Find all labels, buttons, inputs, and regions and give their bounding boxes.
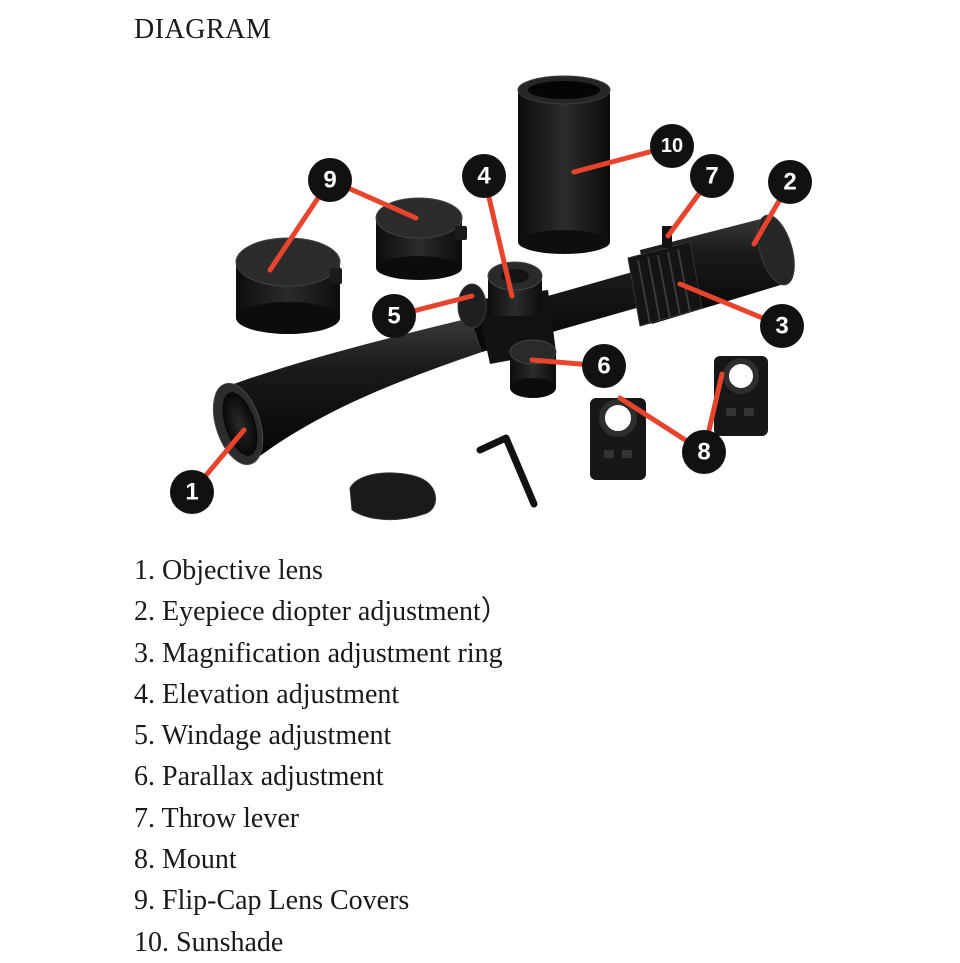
legend-item-number: 8 xyxy=(134,844,148,876)
lens-cover-plate xyxy=(349,472,436,521)
mount-ring-right xyxy=(714,356,768,436)
legend-item-label: Magnification adjustment ring xyxy=(162,637,503,669)
hex-key xyxy=(476,434,538,508)
callout-10: 10 xyxy=(650,124,694,168)
legend-item-label: Sunshade xyxy=(176,926,284,958)
legend-item-number: 9 xyxy=(134,885,148,917)
legend-item: 6. Parallax adjustment xyxy=(134,756,509,797)
diagram-title: DIAGRAM xyxy=(134,14,272,45)
callout-5-number: 5 xyxy=(387,303,400,330)
callout-6: 6 xyxy=(582,344,626,388)
legend-item-separator: . xyxy=(148,637,162,669)
legend-item: 5. Windage adjustment xyxy=(134,715,509,756)
legend-item: 10. Sunshade xyxy=(134,922,509,963)
legend-item-label: Mount xyxy=(162,844,237,876)
flip-cap-large xyxy=(235,237,342,334)
legend-item-number: 1 xyxy=(134,555,148,586)
callout-3-number: 3 xyxy=(775,313,788,340)
legend-item-label: Flip-Cap Lens Covers xyxy=(162,885,410,917)
legend-item-number: 7 xyxy=(134,802,148,834)
mount-ring-left xyxy=(590,398,646,480)
callout-2-number: 2 xyxy=(783,169,796,196)
callout-2: 2 xyxy=(768,160,812,204)
callout-1: 1 xyxy=(170,470,214,514)
legend-item: 7. Throw lever xyxy=(134,798,509,839)
callout-8: 8 xyxy=(682,430,726,474)
riflescope-diagram: 1 2 3 4 5 6 7 8 9 10 xyxy=(170,75,812,521)
legend-item-number: 2 xyxy=(134,596,148,628)
legend-item: 2. Eyepiece diopter adjustment） xyxy=(134,591,509,632)
legend-item: 1. Objective lens xyxy=(134,550,509,591)
callout-3: 3 xyxy=(760,304,804,348)
legend-item-label: Windage adjustment xyxy=(161,720,392,752)
legend-item-number: 6 xyxy=(134,761,148,793)
callout-7: 7 xyxy=(690,154,734,198)
callout-1-number: 1 xyxy=(185,479,198,506)
legend-item-separator: . xyxy=(148,596,162,628)
callout-10-number: 10 xyxy=(661,135,683,157)
legend-item: 8. Mount xyxy=(134,839,509,880)
legend-item-separator: . xyxy=(148,802,162,834)
legend-item: 9. Flip-Cap Lens Covers xyxy=(134,880,509,921)
riflescope-body xyxy=(212,214,795,466)
legend-item-separator: . xyxy=(148,885,162,917)
legend-item-separator: . xyxy=(148,844,162,876)
callout-5: 5 xyxy=(372,294,416,338)
legend-item-separator: . xyxy=(148,720,162,752)
legend-item-number: 5 xyxy=(134,720,148,752)
callout-9-number: 9 xyxy=(323,167,336,194)
legend-item-separator: . xyxy=(148,678,162,710)
legend-item: 3. Magnification adjustment ring xyxy=(134,633,509,674)
legend-item: 4. Elevation adjustment xyxy=(134,674,509,715)
legend-item-separator: . xyxy=(148,555,162,586)
callout-9: 9 xyxy=(308,158,352,202)
flip-cap-small xyxy=(375,197,467,280)
legend-item-label: Throw lever xyxy=(161,802,300,834)
legend-item-separator: . xyxy=(148,761,162,793)
legend-item-number: 10 xyxy=(134,926,162,958)
legend-item-label: Objective lens xyxy=(162,555,323,586)
legend-item-separator: . xyxy=(162,926,176,958)
callout-4: 4 xyxy=(462,154,506,198)
callout-7-number: 7 xyxy=(705,163,718,190)
legend-item-number: 4 xyxy=(134,678,148,710)
legend-item-label: Parallax adjustment xyxy=(162,761,384,793)
legend-item-label: Eyepiece diopter adjustment） xyxy=(162,596,509,628)
legend-item-number: 3 xyxy=(134,637,148,669)
callout-6-number: 6 xyxy=(597,353,610,380)
callout-8-number: 8 xyxy=(697,439,710,466)
callout-4-number: 4 xyxy=(477,163,491,190)
legend-item-label: Elevation adjustment xyxy=(162,678,400,710)
